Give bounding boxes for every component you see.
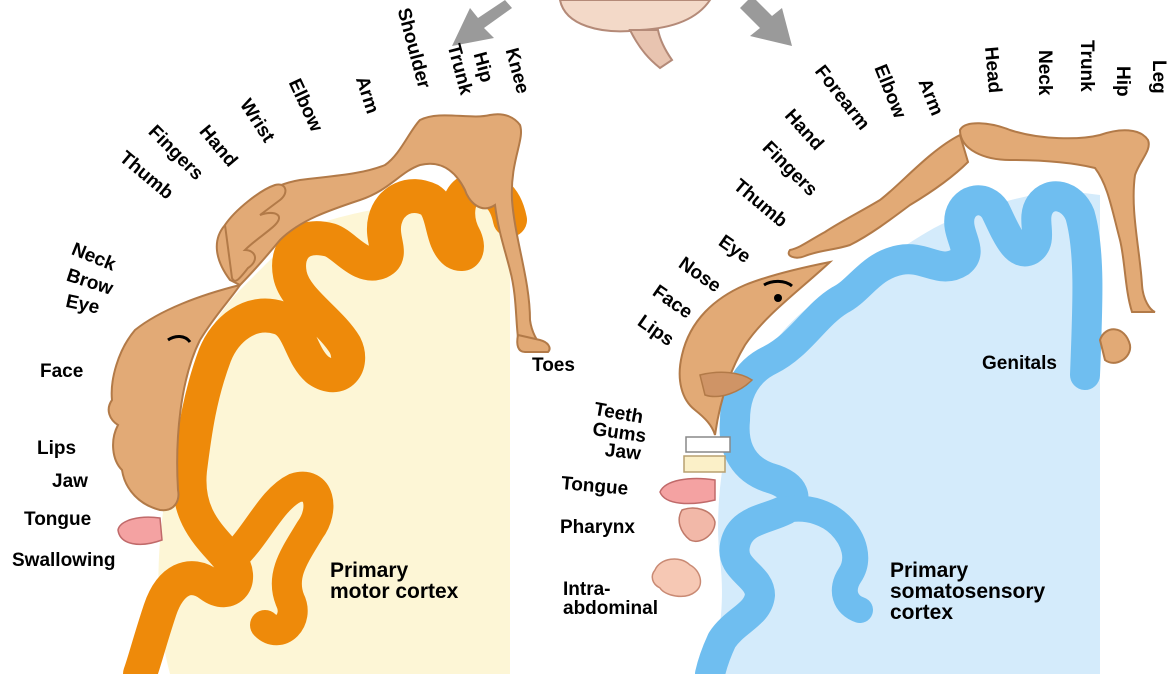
motor-cortex-title: Primary motor cortex <box>330 560 458 602</box>
sensory-homunculus-pharynx <box>679 508 715 541</box>
sensory-label-neck: Neck <box>1035 50 1054 95</box>
sensory-cortex-title: Primary somatosensory cortex <box>890 560 1045 623</box>
top-brain-illustration <box>560 0 710 68</box>
sensory-homunculus-tongue <box>660 479 715 504</box>
sensory-label-genitals: Genitals <box>982 354 1057 373</box>
sensory-homunculus-intestine <box>652 559 700 596</box>
sensory-homunculus-eye <box>774 294 782 302</box>
sensory-label-intra-abdominal: Intra- abdominal <box>563 580 658 618</box>
right-arrow <box>740 0 792 46</box>
sensory-label-hip: Hip <box>1113 66 1132 97</box>
sensory-label-head: Head <box>981 46 1004 94</box>
sensory-label-intra-line1: Intra- <box>563 580 658 599</box>
motor-label-face: Face <box>40 362 83 381</box>
sensory-title-line2: somatosensory <box>890 581 1045 602</box>
motor-title-line1: Primary <box>330 560 458 581</box>
motor-label-lips: Lips <box>37 439 76 458</box>
sensory-title-line3: cortex <box>890 602 1045 623</box>
sensory-homunculus-jaw <box>684 456 725 472</box>
sensory-label-jaw: Jaw <box>604 441 642 464</box>
sensory-label-trunk: Trunk <box>1077 40 1096 92</box>
motor-label-jaw: Jaw <box>52 472 88 491</box>
sensory-label-pharynx: Pharynx <box>560 518 635 537</box>
sensory-homunculus-teeth <box>686 437 730 452</box>
left-arrow <box>452 0 512 46</box>
sensory-homunculus-genitals <box>1100 329 1130 363</box>
motor-label-tongue: Tongue <box>24 510 91 529</box>
motor-label-swallowing: Swallowing <box>12 551 115 570</box>
motor-homunculus-tongue <box>118 517 162 544</box>
sensory-label-leg: Leg <box>1149 60 1168 94</box>
sensory-title-line1: Primary <box>890 560 1045 581</box>
motor-label-toes: Toes <box>532 356 575 375</box>
motor-title-line2: motor cortex <box>330 581 458 602</box>
motor-homunculus-foot <box>517 335 549 352</box>
sensory-label-intra-line2: abdominal <box>563 599 658 618</box>
